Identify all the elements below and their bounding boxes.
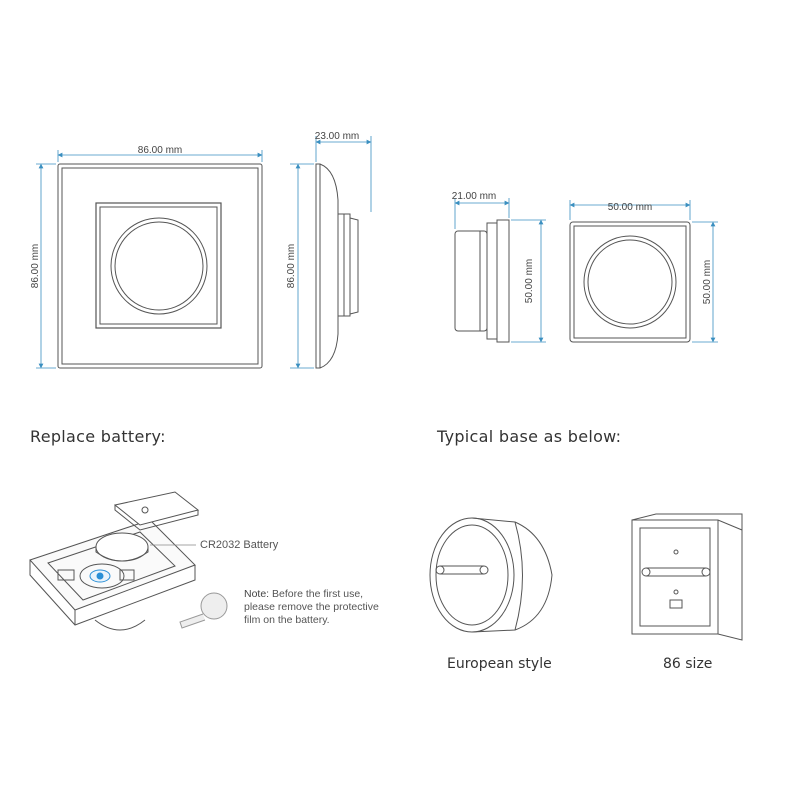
replace-battery-heading: Replace battery:: [30, 427, 166, 446]
side-depth-dimension: [315, 136, 372, 212]
front-view-panel: [57, 163, 263, 369]
front-width-dimension: [57, 150, 263, 162]
knob-side-view: [454, 219, 510, 343]
knob-depth-label: 21.00 mm: [452, 191, 496, 202]
size86-base-illustration: [631, 513, 743, 641]
note-text: Before the first use, please remove the …: [244, 588, 379, 626]
note-prefix: Note:: [244, 588, 270, 600]
european-style-caption: European style: [447, 656, 552, 672]
knob-front-height-label: 50.00 mm: [702, 260, 713, 304]
typical-base-heading: Typical base as below:: [437, 427, 622, 446]
side-height-label: 86.00 mm: [286, 244, 297, 288]
knob-depth-dimension: [454, 198, 510, 229]
front-width-label: 86.00 mm: [138, 145, 182, 156]
battery-note: Note: Before the first use, please remov…: [244, 588, 394, 627]
side-depth-label: 23.00 mm: [315, 131, 359, 142]
knob-front-width-dimension: [569, 200, 691, 220]
side-view-panel: [315, 163, 359, 369]
size86-caption: 86 size: [663, 656, 713, 672]
knob-front-view: [569, 221, 691, 343]
knob-height-dimension: [511, 219, 546, 343]
knob-front-width-label: 50.00 mm: [608, 202, 652, 213]
front-knob-circle: [110, 217, 208, 315]
battery-replacement-illustration: [29, 491, 228, 631]
knob-height-label: 50.00 mm: [524, 259, 535, 303]
knob-front-height-dimension: [692, 221, 718, 343]
battery-label: CR2032 Battery: [200, 539, 279, 551]
front-height-dimension: [36, 163, 56, 369]
front-height-label: 86.00 mm: [30, 244, 41, 288]
european-base-illustration: [429, 517, 553, 633]
side-height-dimension: [290, 163, 314, 369]
